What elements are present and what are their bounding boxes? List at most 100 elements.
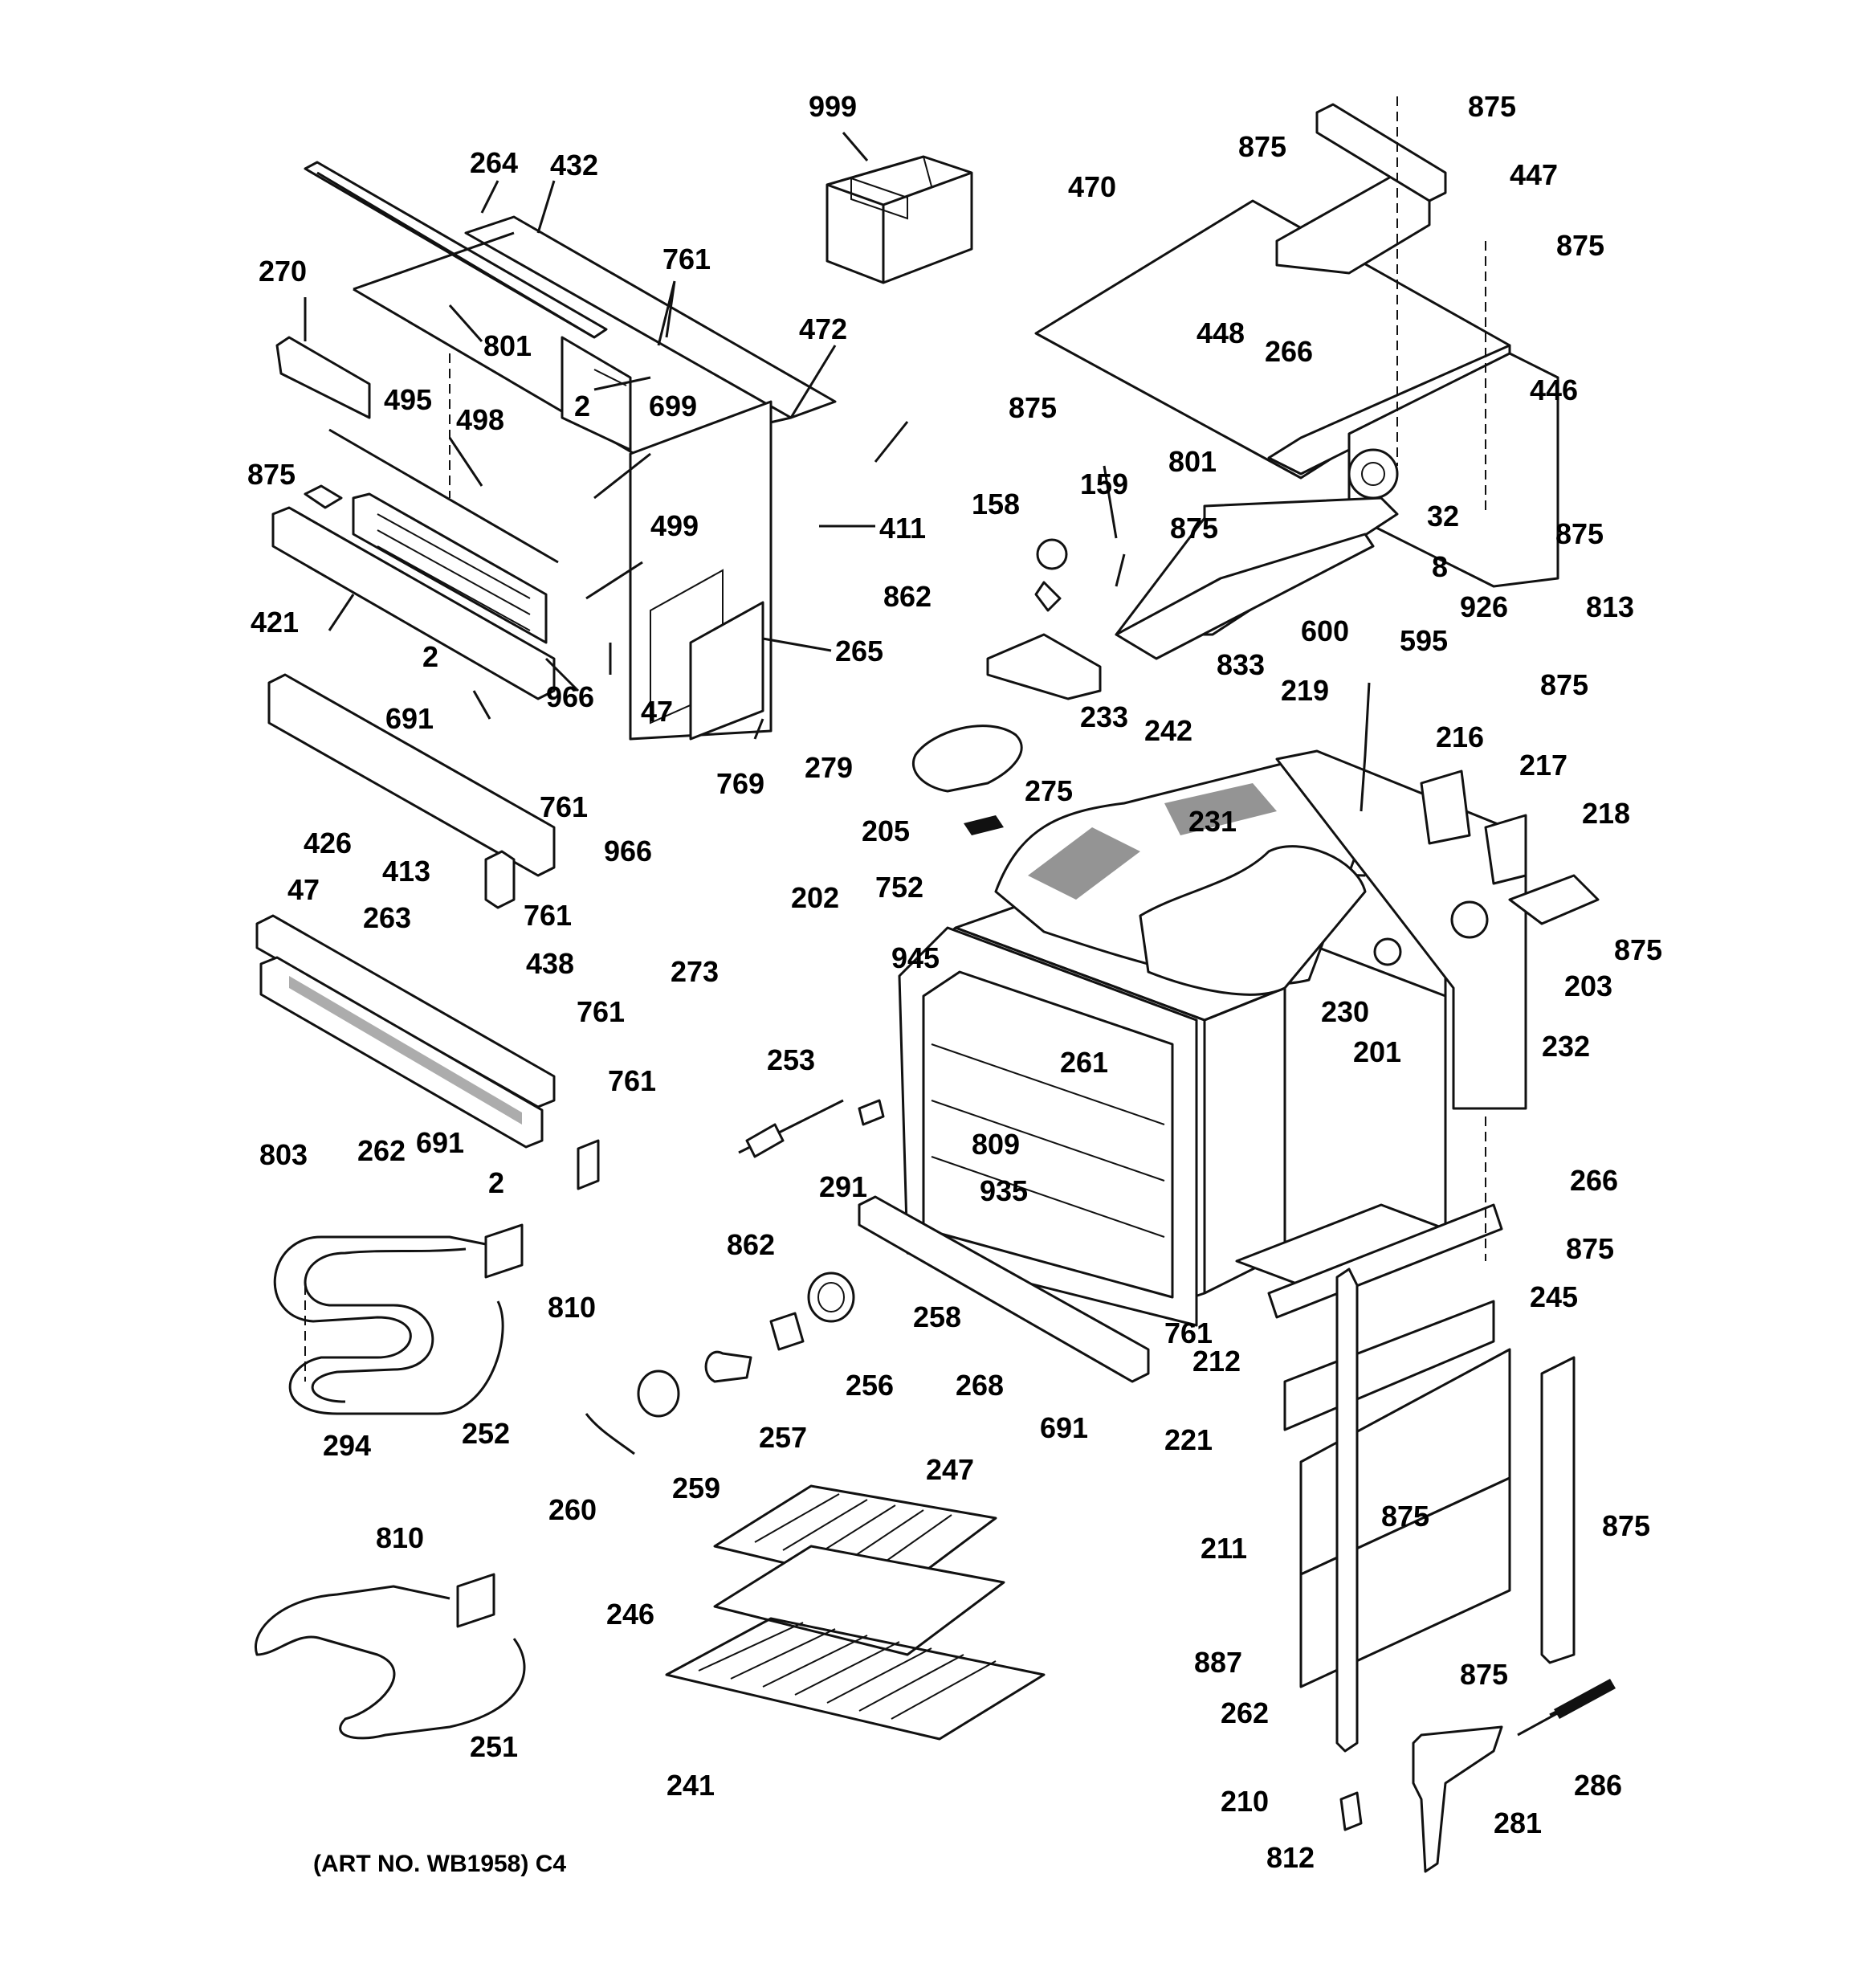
lamp-bulb-257-drawing — [704, 1350, 752, 1383]
callout-211: 211 — [1201, 1532, 1247, 1565]
callout-233: 233 — [1080, 700, 1128, 733]
hinge-pin-210-drawing — [1339, 1791, 1363, 1831]
callout-432: 432 — [550, 149, 598, 182]
callout-600: 600 — [1301, 614, 1349, 647]
callout-294: 294 — [323, 1429, 371, 1462]
part-291-drawing — [858, 1099, 885, 1126]
callout-203: 203 — [1564, 970, 1612, 1002]
callout-264: 264 — [470, 146, 518, 179]
callout-202: 202 — [791, 881, 839, 914]
callout-8: 8 — [1432, 550, 1448, 583]
bracket-218-drawing — [1508, 874, 1600, 925]
callout-875e: 875 — [1555, 517, 1604, 550]
leader-lines — [304, 132, 1126, 740]
callout-761f: 761 — [1164, 1316, 1213, 1349]
vent-panel-drawing — [304, 428, 559, 644]
callout-499: 499 — [650, 509, 699, 542]
callout-761: 761 — [662, 243, 711, 276]
fan-motor-32-drawing — [1347, 448, 1399, 500]
callout-875f: 875 — [1170, 512, 1218, 545]
bracket-447-drawing — [1315, 103, 1447, 202]
callout-875j: 875 — [1566, 1232, 1614, 1265]
callout-833: 833 — [1217, 648, 1265, 681]
callout-252: 252 — [462, 1417, 510, 1450]
callout-labels: 999 264 432 270 761 801 2 699 472 495 49… — [247, 90, 1662, 1877]
callout-421: 421 — [251, 606, 299, 639]
callout-279: 279 — [805, 751, 853, 784]
callout-875l: 875 — [1602, 1509, 1650, 1542]
callout-258: 258 — [913, 1300, 961, 1333]
callout-210: 210 — [1221, 1785, 1269, 1818]
lamp-socket-256-drawing — [769, 1312, 805, 1351]
callout-875g: 875 — [1009, 391, 1057, 424]
callout-875d: 875 — [1556, 229, 1604, 262]
callout-810b: 810 — [376, 1521, 424, 1554]
callout-245: 245 — [1530, 1280, 1578, 1313]
callout-281: 281 — [1494, 1806, 1542, 1839]
callout-875m: 875 — [1460, 1658, 1508, 1691]
callout-699: 699 — [649, 390, 697, 423]
rail-421-drawing — [271, 506, 556, 700]
callout-241: 241 — [667, 1769, 715, 1802]
wire-harness-600-drawing — [1360, 682, 1371, 812]
callout-495: 495 — [384, 383, 432, 416]
callout-219: 219 — [1281, 674, 1329, 707]
callout-761d: 761 — [577, 995, 625, 1028]
callout-966: 966 — [546, 680, 594, 713]
callout-212: 212 — [1192, 1345, 1241, 1378]
side-panel-203-drawing — [1275, 749, 1527, 1110]
callout-262: 262 — [357, 1134, 406, 1167]
callout-999: 999 — [809, 90, 857, 123]
callout-966b: 966 — [604, 835, 652, 867]
broil-element-251-drawing — [255, 1585, 526, 1740]
callout-945: 945 — [891, 941, 940, 974]
carton-box-drawing — [826, 155, 973, 284]
callout-761c: 761 — [524, 899, 572, 932]
callout-231: 231 — [1188, 805, 1237, 838]
callout-217: 217 — [1519, 749, 1567, 782]
trim-426-drawing — [267, 673, 556, 877]
callout-47: 47 — [641, 695, 673, 728]
filter-205-drawing — [964, 815, 1004, 835]
callout-801b: 801 — [1168, 445, 1217, 478]
callout-246: 246 — [606, 1598, 654, 1631]
callout-251: 251 — [470, 1730, 518, 1763]
bracket-270-drawing — [275, 336, 371, 419]
callout-470: 470 — [1068, 170, 1116, 203]
callout-275: 275 — [1025, 774, 1073, 807]
lamp-cover-258-drawing — [807, 1272, 855, 1323]
vertical-trim-262-drawing — [1335, 1268, 1359, 1753]
clip-413-drawing — [484, 850, 516, 909]
callout-887: 887 — [1194, 1646, 1242, 1679]
callout-257: 257 — [759, 1421, 807, 1454]
bottom-trim-268-drawing — [858, 1195, 1150, 1383]
callout-875c: 875 — [1238, 130, 1286, 163]
callout-268: 268 — [956, 1369, 1004, 1402]
callout-273: 273 — [671, 955, 719, 988]
callout-448: 448 — [1196, 316, 1245, 349]
callout-813: 813 — [1586, 590, 1634, 623]
callout-809: 809 — [972, 1128, 1020, 1161]
callout-769: 769 — [716, 767, 764, 800]
callout-216: 216 — [1436, 720, 1484, 753]
hinge-281-drawing — [1412, 1725, 1503, 1873]
clip-260-drawing — [585, 1413, 635, 1455]
callout-426: 426 — [304, 827, 352, 859]
callout-875i: 875 — [1614, 933, 1662, 966]
callout-812: 812 — [1266, 1841, 1315, 1874]
art-number: (ART NO. WB1958) C4 — [313, 1851, 566, 1877]
callout-232: 232 — [1542, 1030, 1590, 1063]
callout-261: 261 — [1060, 1046, 1108, 1079]
callout-259: 259 — [672, 1472, 720, 1504]
callout-266b: 266 — [1570, 1164, 1618, 1197]
callout-230: 230 — [1321, 995, 1369, 1028]
callout-875k: 875 — [1381, 1500, 1429, 1533]
callout-446: 446 — [1530, 374, 1578, 406]
callout-595: 595 — [1400, 624, 1448, 657]
callout-260: 260 — [548, 1493, 597, 1526]
callout-875: 875 — [247, 458, 296, 491]
callout-926: 926 — [1460, 590, 1508, 623]
callout-2b: 2 — [422, 640, 438, 673]
callout-2: 2 — [574, 390, 590, 423]
